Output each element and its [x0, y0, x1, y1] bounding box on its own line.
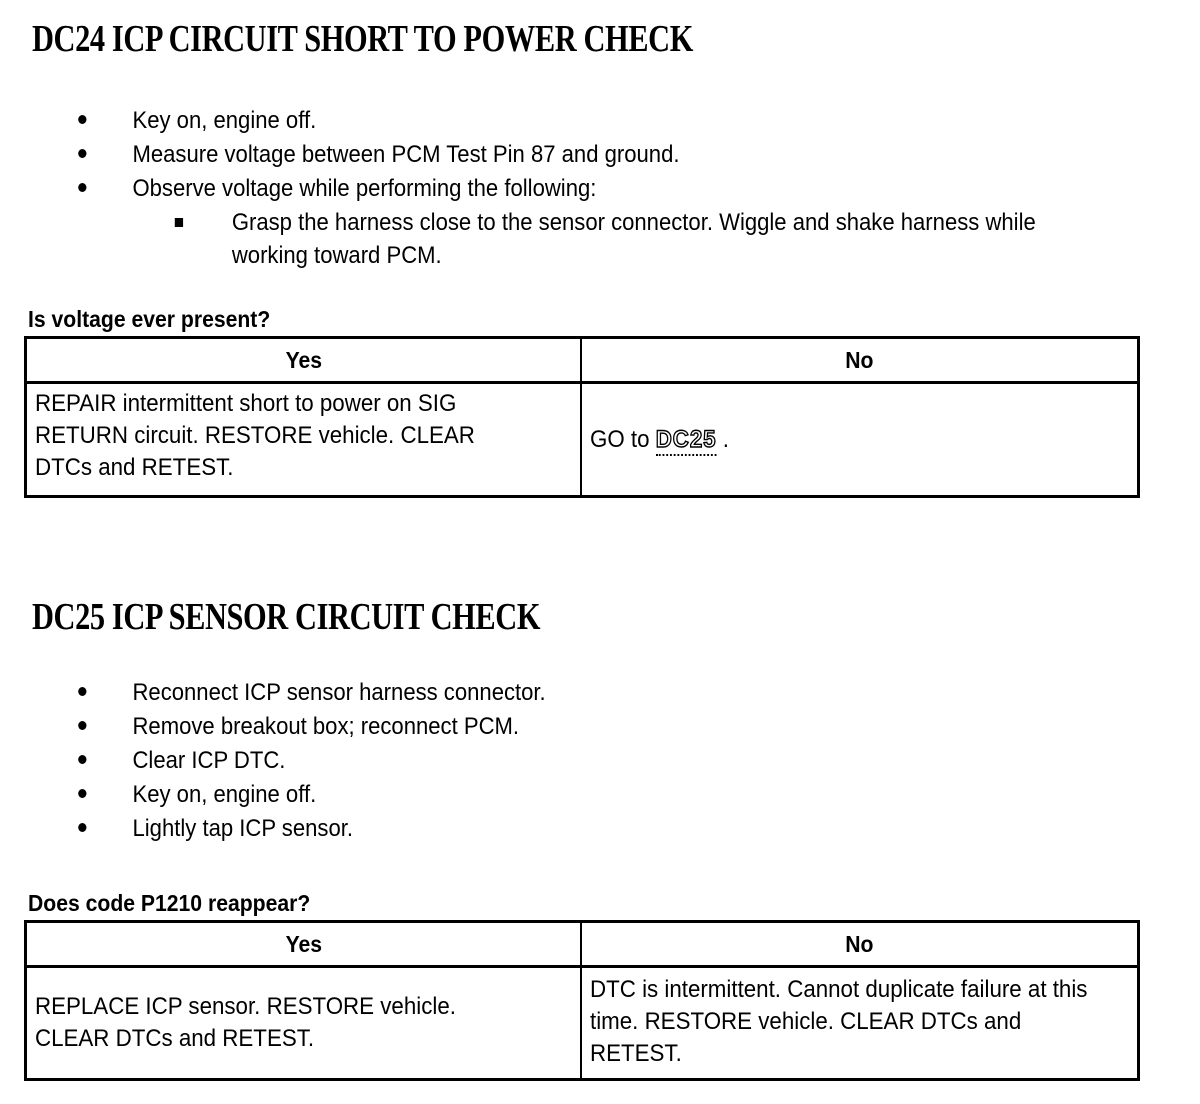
- table-cell-yes-action: REPAIR intermittent short to power on SI…: [27, 384, 582, 495]
- step-text: Lightly tap ICP sensor.: [132, 815, 354, 842]
- step-list-dc24: Key on, engine off. Measure voltage betw…: [0, 104, 1180, 272]
- round-bullet-icon: [72, 172, 92, 205]
- yes-action-text: REPAIR intermittent short to power on SI…: [35, 390, 475, 481]
- list-item: Measure voltage between PCM Test Pin 87 …: [0, 138, 1086, 172]
- table-header-no: No: [582, 923, 1137, 965]
- sub-list-item: Grasp the harness close to the sensor co…: [0, 206, 1086, 272]
- step-text: Measure voltage between PCM Test Pin 87 …: [132, 141, 680, 168]
- square-bullet-icon: [168, 206, 188, 239]
- round-bullet-icon: [72, 676, 92, 709]
- no-action-suffix: .: [716, 425, 729, 453]
- table-cell-no-action: DTC is intermittent. Cannot duplicate fa…: [582, 968, 1137, 1078]
- table-row: REPLACE ICP sensor. RESTORE vehicle. CLE…: [27, 968, 1137, 1078]
- table-header-yes: Yes: [27, 339, 582, 381]
- question-label-dc25: Does code P1210 reappear?: [28, 890, 311, 916]
- step-text: Remove breakout box; reconnect PCM.: [132, 713, 520, 740]
- round-bullet-icon: [72, 744, 92, 777]
- section-title-dc25: DC25 ICP SENSOR CIRCUIT CHECK: [32, 596, 541, 638]
- list-item: Remove breakout box; reconnect PCM.: [0, 710, 1086, 744]
- table-cell-yes-action: REPLACE ICP sensor. RESTORE vehicle. CLE…: [27, 968, 582, 1078]
- table-row: REPAIR intermittent short to power on SI…: [27, 384, 1137, 495]
- step-list-dc25: Reconnect ICP sensor harness connector. …: [0, 676, 1180, 846]
- step-text: Observe voltage while performing the fol…: [132, 175, 597, 202]
- list-item: Key on, engine off.: [0, 104, 1086, 138]
- table-header-yes-label: Yes: [285, 931, 322, 957]
- round-bullet-icon: [72, 138, 92, 171]
- step-text: Clear ICP DTC.: [132, 747, 286, 774]
- no-action-prefix: GO to: [590, 425, 656, 453]
- decision-table-dc24: Yes No REPAIR intermittent short to powe…: [24, 336, 1140, 498]
- table-header-yes-label: Yes: [285, 347, 322, 373]
- decision-table-dc25: Yes No REPLACE ICP sensor. RESTORE vehic…: [24, 920, 1140, 1081]
- section-title-dc24: DC24 ICP CIRCUIT SHORT TO POWER CHECK: [32, 18, 693, 60]
- round-bullet-icon: [72, 710, 92, 743]
- table-header-no-label: No: [845, 347, 874, 373]
- no-action-text: GO to DC25 .: [590, 424, 1091, 456]
- step-text: Key on, engine off.: [132, 107, 317, 134]
- table-header-yes: Yes: [27, 923, 582, 965]
- table-header-row: Yes No: [27, 923, 1137, 968]
- table-cell-no-action: GO to DC25 .: [582, 384, 1137, 495]
- yes-action-text: REPLACE ICP sensor. RESTORE vehicle. CLE…: [35, 993, 456, 1052]
- dc25-cross-reference-link[interactable]: DC25: [655, 425, 717, 456]
- list-item: Observe voltage while performing the fol…: [0, 172, 1086, 206]
- table-header-no-label: No: [845, 931, 874, 957]
- round-bullet-icon: [72, 812, 92, 845]
- step-text: Reconnect ICP sensor harness connector.: [132, 679, 546, 706]
- table-header-no: No: [582, 339, 1137, 381]
- question-label-dc24: Is voltage ever present?: [28, 306, 271, 332]
- list-item: Lightly tap ICP sensor.: [0, 812, 1086, 846]
- round-bullet-icon: [72, 104, 92, 137]
- list-item: Clear ICP DTC.: [0, 744, 1086, 778]
- no-action-text: DTC is intermittent. Cannot duplicate fa…: [590, 976, 1088, 1067]
- round-bullet-icon: [72, 778, 92, 811]
- sub-step-text: Grasp the harness close to the sensor co…: [231, 209, 1036, 269]
- list-item: Reconnect ICP sensor harness connector.: [0, 676, 1086, 710]
- step-text: Key on, engine off.: [132, 781, 317, 808]
- list-item: Key on, engine off.: [0, 778, 1086, 812]
- table-header-row: Yes No: [27, 339, 1137, 384]
